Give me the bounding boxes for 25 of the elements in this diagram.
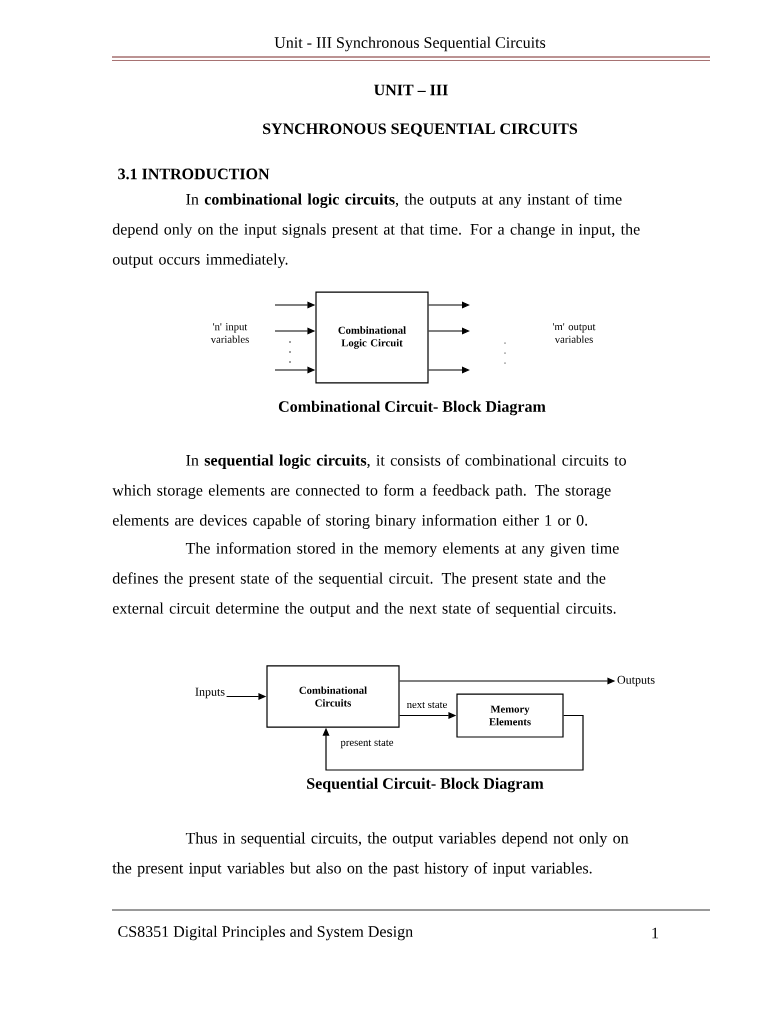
variables-label: 'm' output variables <box>552 323 596 343</box>
paragraph: Thus in sequential circuits, the output variables depend not only on the present input variables but also on the past history of input variables. <box>112 832 629 877</box>
figure-caption: Combinational Circuit- Block Diagram <box>278 400 546 416</box>
footer-text: CS8351 Digital Principles and System Design <box>118 925 413 941</box>
paragraph: In sequential logic circuits, it consists of combinational circuits to which storage elements are connected to form a feedback path. The storage elements are devices capable of storing binary information either 1 or 0. <box>112 454 626 529</box>
section-heading: 3.1 INTRODUCTION <box>118 168 270 180</box>
paragraph: The information stored in the memory elements at any given time defines the present state of the sequential circuit. The present state and the external circuit determine the output and the next state of sequential circuits. <box>112 542 619 617</box>
paragraph: In combinational logic circuits, the outputs at any instant of time depend only on the input signals present at that time. For a change in input, the output occurs immediately. <box>112 193 640 268</box>
block-box: Combinational Logic Circuit <box>315 291 429 384</box>
arrow <box>428 327 470 335</box>
edge-label: next state <box>405 700 449 710</box>
arrow <box>428 301 470 309</box>
edge-label: present state <box>339 738 395 750</box>
running-header: Unit - III Synchronous Sequential Circuits <box>274 36 546 52</box>
signal-label: Outputs <box>617 675 655 687</box>
block-box: Memory Elements <box>456 693 564 738</box>
arrow <box>428 366 470 374</box>
title: SYNCHRONOUS SEQUENTIAL CIRCUITS <box>263 123 578 137</box>
unit-heading: UNIT – III <box>374 84 448 96</box>
signal-label: Inputs <box>195 687 225 699</box>
block-box: Combinational Circuits <box>266 665 400 728</box>
variables-label: 'n' input variables <box>210 323 249 343</box>
page-number: 1 <box>652 927 659 939</box>
figure-caption: Sequential Circuit- Block Diagram <box>307 777 544 793</box>
arrow <box>322 714 584 771</box>
